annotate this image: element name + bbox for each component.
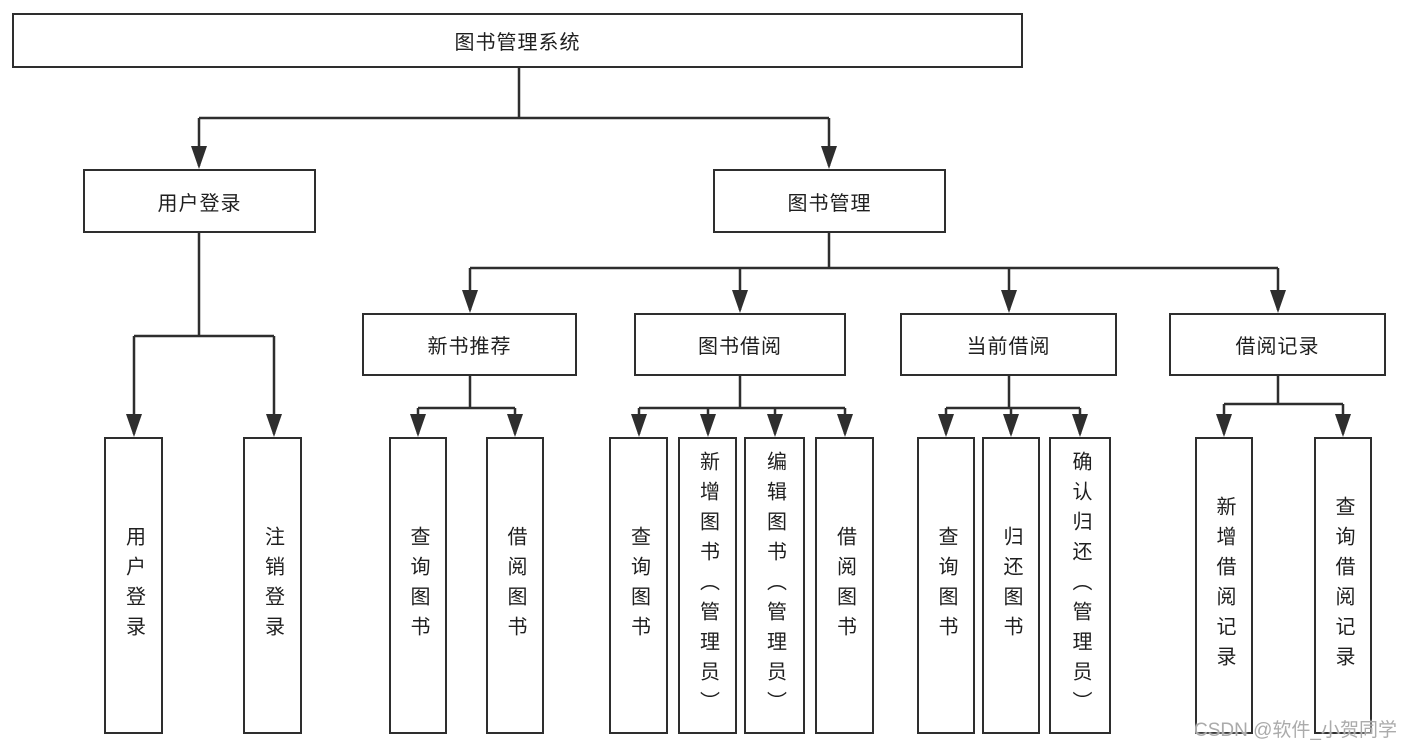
node-label: 借阅记录 (1235, 336, 1320, 358)
node-label: 新增借阅记录 (1213, 495, 1235, 676)
node-label: 归还图书 (1000, 525, 1022, 646)
node-query-books-current: 查询图书 (917, 437, 975, 734)
node-label: 新书推荐 (427, 336, 512, 358)
node-label: 图书管理 (787, 192, 872, 215)
node-query-books-recommend: 查询图书 (389, 437, 447, 734)
node-label: 查询图书 (935, 525, 957, 646)
node-logout: 注销登录 (243, 437, 302, 734)
node-borrowing-records: 借阅记录 (1169, 313, 1386, 376)
node-label: 查询借阅记录 (1332, 495, 1354, 676)
node-label: 当前借阅 (966, 336, 1051, 358)
node-add-book-admin: 新增图书（管理员） (678, 437, 737, 734)
node-add-borrow-record: 新增借阅记录 (1195, 437, 1253, 734)
arrowheads (126, 146, 1351, 437)
tree-edge-lines (132, 68, 1345, 434)
node-label: 图书管理系统 (454, 32, 581, 54)
node-book-management: 图书管理 (713, 169, 946, 233)
node-borrow-books-leaf: 借阅图书 (815, 437, 874, 734)
node-borrow-books-recommend: 借阅图书 (486, 437, 544, 734)
node-label: 借阅图书 (504, 525, 526, 646)
node-label: 用户登录 (122, 525, 145, 646)
node-label: 确认归还（管理员） (1069, 450, 1091, 721)
node-book-borrowing: 图书借阅 (634, 313, 846, 376)
node-library-management-system: 图书管理系统 (12, 13, 1023, 68)
node-return-book: 归还图书 (982, 437, 1040, 734)
node-label: 用户登录 (157, 192, 242, 215)
node-user-login: 用户登录 (83, 169, 316, 233)
node-label: 注销登录 (261, 525, 284, 646)
node-query-books-borrow: 查询图书 (609, 437, 668, 734)
node-user-login-leaf: 用户登录 (104, 437, 163, 734)
node-edit-book-admin: 编辑图书（管理员） (744, 437, 805, 734)
node-label: 编辑图书（管理员） (763, 450, 786, 721)
node-new-book-recommend: 新书推荐 (362, 313, 577, 376)
node-label: 借阅图书 (833, 525, 856, 646)
node-query-borrow-record: 查询借阅记录 (1314, 437, 1372, 734)
watermark-text: CSDN @软件_小贺同学 (1194, 720, 1397, 741)
node-current-borrowing: 当前借阅 (900, 313, 1117, 376)
node-label: 查询图书 (627, 525, 650, 646)
node-confirm-return-admin: 确认归还（管理员） (1049, 437, 1111, 734)
node-label: 新增图书（管理员） (696, 450, 719, 721)
node-label: 图书借阅 (698, 336, 782, 358)
node-label: 查询图书 (407, 525, 429, 646)
